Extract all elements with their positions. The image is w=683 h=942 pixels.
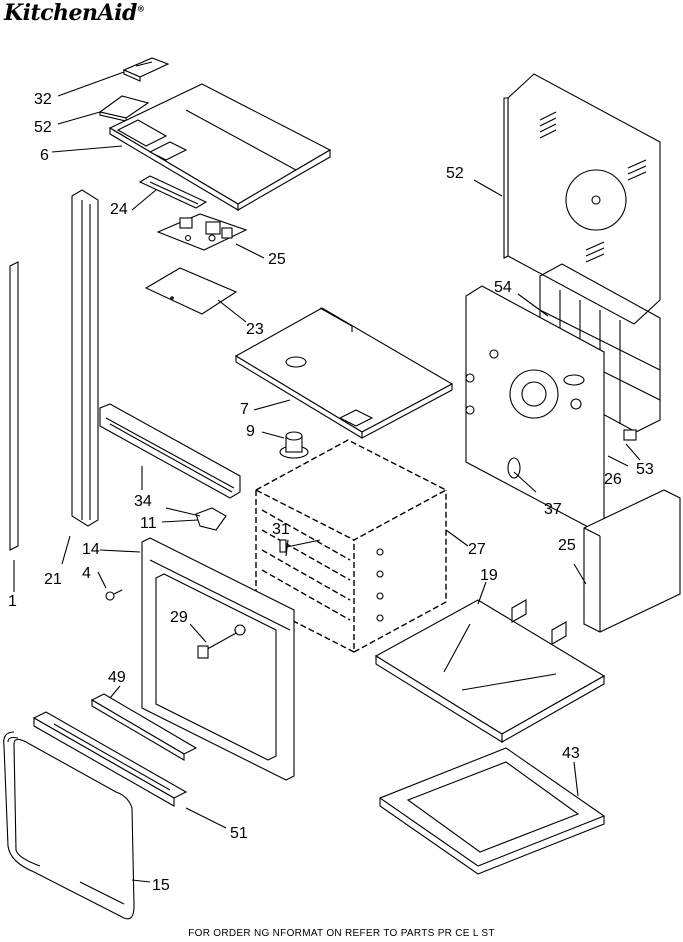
- callout-1: 1: [8, 593, 17, 610]
- callout-4: 4: [82, 565, 91, 582]
- callout-25: 25: [558, 537, 576, 554]
- callout-11: 11: [140, 515, 157, 532]
- footer-note: FOR ORDER NG NFORMAT ON REFER TO PARTS P…: [188, 928, 495, 939]
- part-26-convection-plate: [465, 285, 605, 529]
- callout-27: 27: [468, 541, 486, 558]
- part-22-panel: [144, 267, 238, 315]
- callout-32: 32: [34, 91, 52, 108]
- part-29-sensor: [279, 539, 321, 553]
- part-9-fan-motor: [279, 431, 309, 459]
- part-43-bottom-tray: [378, 747, 606, 875]
- callout-52: 52: [34, 119, 52, 136]
- callout-37: 37: [544, 501, 562, 518]
- callout-29: 31: [272, 521, 290, 538]
- callout-31: 29: [170, 609, 188, 626]
- part-32-bracket: [122, 57, 170, 82]
- part-37-element: [507, 457, 521, 479]
- callout-21: 21: [44, 571, 62, 588]
- callout-50: 52: [446, 165, 464, 182]
- callout-26: 26: [604, 471, 622, 488]
- part-14-front-frame: [141, 537, 295, 781]
- callout-54: 54: [494, 279, 512, 296]
- part-4-screw: [105, 589, 123, 601]
- leader-lines: [13, 71, 641, 883]
- callout-34: 34: [134, 493, 152, 510]
- callout-19: 19: [480, 567, 498, 584]
- callout-49: 49: [108, 669, 126, 686]
- callout-15: 15: [152, 877, 170, 894]
- callout-53: 53: [636, 461, 654, 478]
- part-24-switch-assembly: [156, 213, 248, 251]
- callout-23: 24: [110, 201, 128, 218]
- part-27-oven-cavity: [254, 439, 448, 654]
- part-31-switch: [197, 624, 246, 659]
- part-53-clip: [623, 429, 637, 441]
- part-23-bracket: [138, 175, 208, 209]
- part-11-latch: [165, 507, 227, 531]
- kitchenaid-logo: KitchenAid®: [4, 0, 145, 26]
- callout-7: 7: [240, 401, 249, 418]
- part-7-oven-top: [234, 307, 454, 439]
- part-21-side-trim: [71, 189, 99, 527]
- part-1-trim-strip: [9, 261, 19, 551]
- part-34-vent-grille: [99, 403, 241, 499]
- part-15-door-gasket: [3, 731, 135, 920]
- callout-labels: 32 52 6 24 25 23 7 9 34 11 14 4 21 1 31 …: [8, 91, 654, 894]
- callout-6: 6: [40, 147, 49, 164]
- callout-51: 51: [230, 825, 248, 842]
- callout-22: 23: [246, 321, 264, 338]
- callout-14: 14: [82, 541, 100, 558]
- callout-9: 9: [246, 423, 255, 440]
- part-49-vent-strip: [90, 693, 198, 761]
- part-25-side-panel: [583, 489, 681, 633]
- part-6-top-panel: [108, 83, 332, 211]
- callout-24: 25: [268, 251, 286, 268]
- part-19-bottom-panel: [374, 599, 606, 743]
- callout-43: 43: [562, 745, 580, 762]
- part-51-door-vent: [32, 711, 188, 807]
- part-50-back-panel: [503, 73, 661, 325]
